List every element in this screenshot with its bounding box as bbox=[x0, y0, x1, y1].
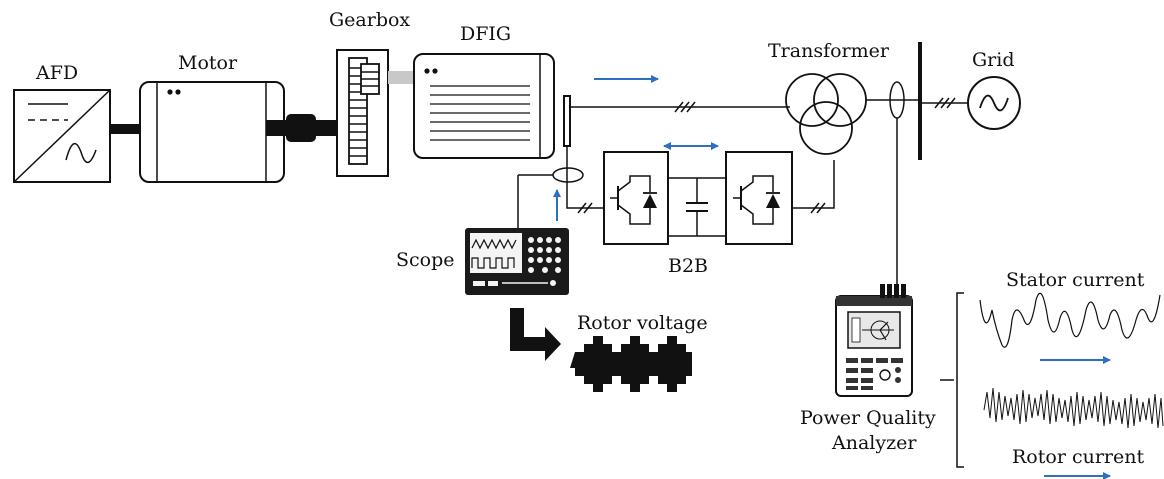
rotor-current-waveform bbox=[983, 387, 1164, 429]
scope-label: Scope bbox=[396, 249, 455, 271]
dfig-block bbox=[413, 53, 555, 159]
pqa-label-line2: Analyzer bbox=[831, 432, 917, 454]
b2b-label: B2B bbox=[668, 255, 708, 277]
bus-grid-line bbox=[922, 97, 968, 109]
dfig-terminal bbox=[563, 95, 571, 147]
gearbox-label: Gearbox bbox=[329, 9, 410, 31]
gearbox-dfig-shaft bbox=[388, 71, 420, 84]
transformer-symbol bbox=[785, 73, 867, 155]
rotor-voltage-waveform bbox=[570, 336, 692, 392]
motor-shaft-coupling bbox=[266, 114, 356, 142]
rotor-feeder bbox=[566, 146, 604, 214]
afd-block bbox=[13, 89, 111, 183]
afd-label: AFD bbox=[35, 62, 78, 84]
stator-feeder bbox=[570, 101, 790, 113]
waveform-bracket bbox=[940, 292, 964, 468]
rotor-voltage-label: Rotor voltage bbox=[577, 312, 708, 334]
stator-current-waveform bbox=[979, 292, 1161, 348]
grid-bus-bar bbox=[918, 42, 922, 160]
motor-label: Motor bbox=[178, 52, 238, 74]
dfig-label: DFIG bbox=[460, 23, 511, 45]
grid-label: Grid bbox=[972, 49, 1015, 71]
rotor-current-label: Rotor current bbox=[1012, 446, 1144, 468]
rotor-current-clamp bbox=[552, 167, 584, 183]
motor-block bbox=[139, 81, 285, 183]
pqa-label-line1: Power Quality bbox=[800, 407, 936, 429]
gearbox-block bbox=[336, 49, 389, 177]
power-quality-analyzer bbox=[835, 284, 913, 397]
stator-current-label: Stator current bbox=[1006, 269, 1145, 291]
transformer-label: Transformer bbox=[768, 40, 890, 62]
grid-source bbox=[967, 76, 1021, 130]
b2b-converter bbox=[603, 151, 793, 245]
oscilloscope bbox=[465, 174, 569, 295]
afd-motor-link bbox=[110, 124, 140, 134]
b2b-transformer-feeder bbox=[792, 160, 835, 214]
scope-output-arrow bbox=[510, 308, 561, 361]
